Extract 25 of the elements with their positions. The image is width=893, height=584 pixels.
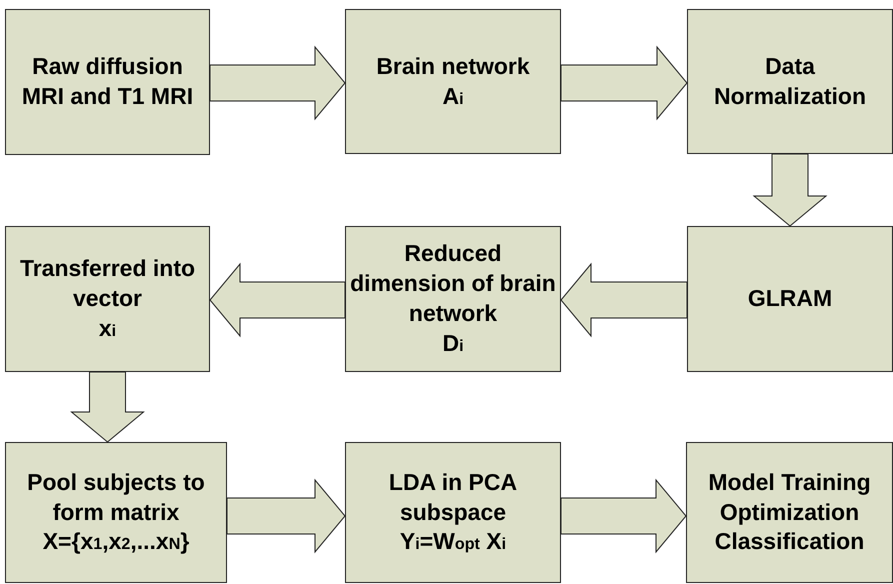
block-arrow [226, 478, 346, 554]
block-arrow [752, 154, 828, 227]
block-arrow [560, 262, 688, 338]
block-arrow [70, 372, 145, 443]
step-label: Reduced dimension of brain network [350, 239, 556, 328]
process-box [5, 226, 210, 372]
process-box [687, 9, 893, 154]
block-arrow [209, 262, 346, 338]
block-arrow [560, 46, 688, 120]
process-box [345, 226, 561, 372]
step-label: Model Training Optimization Classification [707, 468, 872, 556]
process-box [5, 442, 227, 583]
step-label: LDA in PCA subspace [388, 468, 518, 527]
process-box [687, 226, 893, 372]
step-label: Data Normalization [712, 52, 868, 110]
step-label: Raw diffusion MRI and T1 MRI [20, 52, 194, 111]
process-box [5, 9, 210, 155]
step-label: GLRAM [748, 284, 832, 314]
step-label: Pool subjects to form matrix [26, 468, 206, 527]
block-arrow [210, 46, 346, 120]
process-box [345, 442, 561, 583]
step-label: Brain network [376, 52, 530, 81]
process-box [345, 9, 561, 154]
block-arrow [560, 478, 687, 554]
process-box [686, 442, 893, 583]
